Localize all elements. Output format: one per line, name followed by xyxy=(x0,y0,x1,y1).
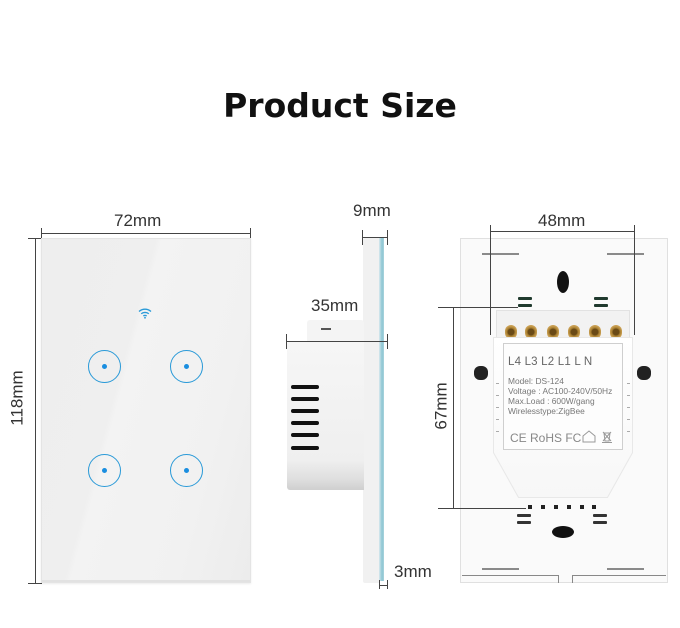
touch-button-icon xyxy=(184,364,189,369)
vent-square xyxy=(567,505,571,509)
module-tick xyxy=(496,395,499,396)
spec-wireless: Wirelesstype:ZigBee xyxy=(508,406,585,416)
dimension-tick xyxy=(387,580,388,589)
module-height-label: 67mm xyxy=(431,382,451,430)
touch-button-4 xyxy=(170,454,203,487)
front-height-dimension-line xyxy=(35,238,36,583)
slot xyxy=(517,514,531,517)
front-glass-panel xyxy=(41,238,251,583)
dimension-tick xyxy=(379,580,380,589)
slot xyxy=(594,304,608,307)
module-tick xyxy=(496,431,499,432)
depth-dimension-line xyxy=(286,341,388,342)
clip-hole-right xyxy=(637,366,651,380)
dimension-tick xyxy=(41,228,42,238)
slot xyxy=(593,521,607,524)
terminal-screw xyxy=(610,325,622,339)
terminal-screw xyxy=(525,325,537,339)
vent-square xyxy=(580,505,584,509)
bottom-tab xyxy=(462,575,559,583)
dimension-tick xyxy=(28,583,42,584)
front-height-label: 118mm xyxy=(7,370,27,426)
weee-bin-icon xyxy=(601,430,613,443)
front-width-dimension-line xyxy=(41,233,251,234)
touch-button-icon xyxy=(102,468,107,473)
home-icon xyxy=(582,430,596,443)
touch-button-2 xyxy=(170,350,203,383)
module-tick xyxy=(627,431,630,432)
mounting-rail xyxy=(607,568,644,570)
thickness-dimension-line xyxy=(362,237,388,238)
front-width-label: 72mm xyxy=(114,211,162,230)
mounting-rail xyxy=(607,253,644,255)
touch-button-icon xyxy=(102,364,107,369)
mounting-hole-top xyxy=(557,271,569,293)
vent-square xyxy=(528,505,532,509)
mounting-rail xyxy=(482,568,519,570)
spec-model: Model: DS-124 xyxy=(508,376,564,386)
side-back-plate xyxy=(363,238,380,583)
module-tick xyxy=(627,383,630,384)
vent-square xyxy=(541,505,545,509)
certification-marks: CE RoHS FC xyxy=(510,431,582,445)
slot xyxy=(593,514,607,517)
glass-dimension-line xyxy=(379,585,388,586)
dimension-tick xyxy=(387,334,388,349)
dimension-tick xyxy=(286,334,287,349)
module-tick xyxy=(496,383,499,384)
vent-slot xyxy=(291,397,319,401)
dimension-extension xyxy=(490,225,491,335)
vent-slot xyxy=(291,421,319,425)
dimension-extension xyxy=(634,225,635,335)
module-height-dimension-line xyxy=(453,307,454,508)
module-tick xyxy=(627,395,630,396)
slot xyxy=(518,297,532,300)
mounting-hole-bottom xyxy=(552,526,574,538)
clip-hole-left xyxy=(474,366,488,380)
slot xyxy=(518,304,532,307)
side-depth-label: 35mm xyxy=(311,296,359,315)
bottom-tab xyxy=(572,575,666,583)
terminal-screw xyxy=(568,325,580,339)
side-slot xyxy=(321,328,331,330)
dimension-tick xyxy=(387,230,388,245)
vent-slot xyxy=(291,433,319,437)
vent-slot xyxy=(291,409,319,413)
side-glass-edge xyxy=(379,238,384,581)
module-tick xyxy=(496,407,499,408)
terminal-screw xyxy=(589,325,601,339)
terminal-screw xyxy=(547,325,559,339)
vent-square xyxy=(554,505,558,509)
glass-thickness-label: 3mm xyxy=(394,562,432,581)
touch-button-3 xyxy=(88,454,121,487)
dimension-tick xyxy=(28,238,42,239)
dimension-tick xyxy=(250,228,251,238)
spec-max-load: Max.Load : 600W/gang xyxy=(508,396,595,406)
wifi-icon xyxy=(138,306,152,319)
side-module-body xyxy=(287,342,364,490)
module-tick xyxy=(627,407,630,408)
dimension-tick xyxy=(362,230,363,245)
terminal-labels: L4 L3 L2 L1 L N xyxy=(508,356,593,368)
vent-slot xyxy=(291,446,319,450)
module-width-dimension-line xyxy=(490,231,634,232)
dimension-extension xyxy=(438,307,518,308)
dimension-extension xyxy=(438,508,526,509)
page-title: Product Size xyxy=(223,86,457,125)
touch-button-icon xyxy=(184,468,189,473)
vent-square xyxy=(592,505,596,509)
side-thickness-label: 9mm xyxy=(353,201,391,220)
module-width-label: 48mm xyxy=(538,211,586,230)
terminal-screw xyxy=(505,325,517,339)
slot xyxy=(594,297,608,300)
module-tick xyxy=(627,419,630,420)
spec-voltage: Voltage : AC100-240V/50Hz xyxy=(508,386,613,396)
slot xyxy=(517,521,531,524)
side-module-top xyxy=(307,320,364,344)
mounting-rail xyxy=(482,253,519,255)
touch-button-1 xyxy=(88,350,121,383)
module-tick xyxy=(496,419,499,420)
vent-slot xyxy=(291,385,319,389)
